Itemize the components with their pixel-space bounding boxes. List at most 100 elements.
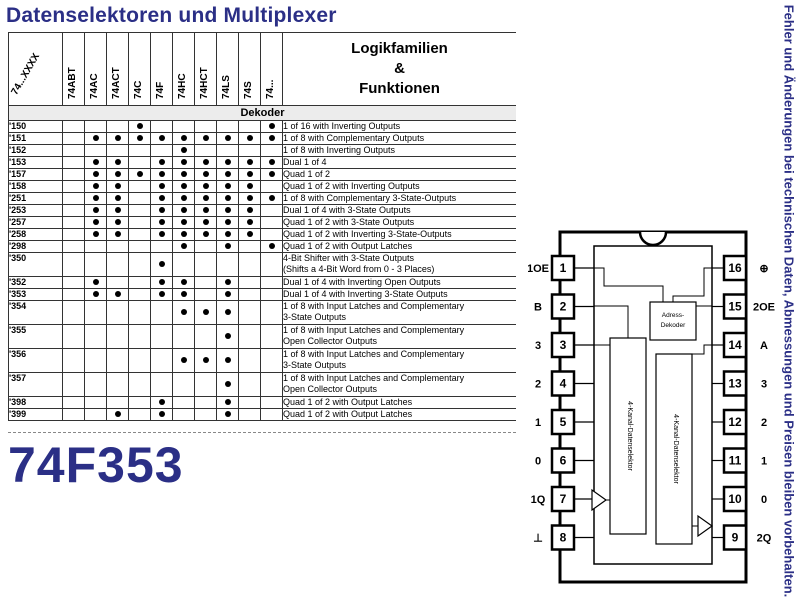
availability-dot: [158, 159, 165, 165]
availability-dot: [114, 231, 121, 237]
function-description-line: 1 of 8 with Input Latches and Complement…: [283, 301, 465, 312]
family-cell: [194, 252, 217, 277]
function-description-line: Dual 1 of 4 with Inverting 3-State Outpu…: [283, 289, 448, 300]
family-cell: [216, 300, 239, 325]
family-cell: [150, 216, 173, 229]
availability-dot: [180, 195, 187, 201]
availability-dot: [180, 279, 187, 285]
pin-label: ⊕: [759, 263, 768, 275]
family-cell: [62, 180, 85, 193]
section-label: Dekoder: [8, 105, 516, 121]
family-cell: [106, 156, 129, 169]
family-header: 74F: [150, 32, 173, 106]
family-cell: [62, 276, 85, 289]
pin-label: 2: [535, 379, 541, 391]
family-cell: [128, 228, 151, 241]
family-header-label: 74HCT: [198, 67, 210, 99]
availability-dot: [158, 279, 165, 285]
part-code: '298: [8, 240, 63, 253]
pin-number: 1: [560, 261, 567, 275]
family-cell: [238, 120, 261, 133]
family-cell: [238, 240, 261, 253]
availability-dot: [114, 171, 121, 177]
family-cell: [62, 396, 85, 409]
functions-header-line: Funktionen: [359, 80, 440, 97]
pin-label: 1OE: [528, 263, 549, 275]
availability-dot: [92, 195, 99, 201]
availability-dot: [246, 159, 253, 165]
family-cell: [106, 120, 129, 133]
mux-block-right-label: 4-Kanal-Datenselektor: [672, 414, 679, 484]
function-description-line: (Shifts a 4-Bit Word from 0 - 3 Places): [283, 264, 435, 274]
pin-label: 1: [535, 417, 541, 429]
availability-dot: [202, 159, 209, 165]
family-cell: [172, 396, 195, 409]
family-header-label: 74C: [132, 80, 144, 99]
family-header-label: 74HC: [176, 73, 188, 99]
family-cell: [84, 156, 107, 169]
family-cell: [128, 132, 151, 145]
family-cell: [106, 204, 129, 217]
family-cell: [238, 348, 261, 373]
family-cell: [216, 252, 239, 277]
function-description-line: 1 of 8 with Input Latches and Complement…: [283, 349, 465, 360]
family-cell: [172, 324, 195, 349]
function-description-line: 1 of 8 with Complementary 3-State-Output…: [283, 193, 457, 204]
family-cell: [106, 180, 129, 193]
availability-dot: [246, 135, 253, 141]
family-cell: [172, 348, 195, 373]
availability-dot: [268, 243, 275, 249]
family-cell: [106, 300, 129, 325]
family-header-label: 74S: [242, 81, 254, 99]
family-cell: [216, 372, 239, 397]
family-cell: [106, 132, 129, 145]
family-cell: [84, 228, 107, 241]
function-description: 1 of 8 with Input Latches and Complement…: [282, 300, 516, 325]
family-cell: [194, 204, 217, 217]
function-description-line: Open Collector Outputs: [283, 336, 378, 346]
availability-dot: [136, 123, 143, 129]
function-description-line: Dual 1 of 4: [283, 157, 327, 168]
availability-dot: [224, 183, 231, 189]
function-description: 1 of 16 with Inverting Outputs: [282, 120, 516, 133]
family-cell: [194, 408, 217, 421]
part-code: '257: [8, 216, 63, 229]
availability-dot: [114, 411, 121, 417]
availability-dot: [224, 231, 231, 237]
family-cell: [106, 240, 129, 253]
availability-dot: [202, 219, 209, 225]
availability-dot: [180, 135, 187, 141]
pin-label: 1: [761, 456, 767, 468]
function-description-line: Quad 1 of 2 with Inverting Outputs: [283, 181, 420, 192]
availability-dot: [180, 357, 187, 363]
availability-dot: [224, 135, 231, 141]
family-cell: [216, 216, 239, 229]
family-cell: [238, 156, 261, 169]
family-cell: [106, 276, 129, 289]
family-cell: [128, 240, 151, 253]
family-cell: [106, 168, 129, 181]
family-cell: [128, 408, 151, 421]
family-cell: [106, 252, 129, 277]
family-cell: [128, 144, 151, 157]
family-cell: [238, 252, 261, 277]
corner-header-label: 74...XXXX: [9, 51, 43, 97]
family-cell: [106, 324, 129, 349]
availability-dot: [268, 159, 275, 165]
pin-label: A: [760, 340, 768, 352]
function-description: Dual 1 of 4 with Inverting 3-State Outpu…: [282, 288, 516, 301]
availability-dot: [224, 357, 231, 363]
mux-block-left-label: 4-Kanal-Datenselektor: [626, 401, 633, 471]
family-cell: [62, 156, 85, 169]
mux-block-left: [609, 337, 647, 535]
family-header-label: 74F: [154, 81, 166, 99]
family-cell: [150, 276, 173, 289]
family-cell: [216, 240, 239, 253]
availability-dot: [114, 183, 121, 189]
pin-label: 2: [761, 417, 767, 429]
